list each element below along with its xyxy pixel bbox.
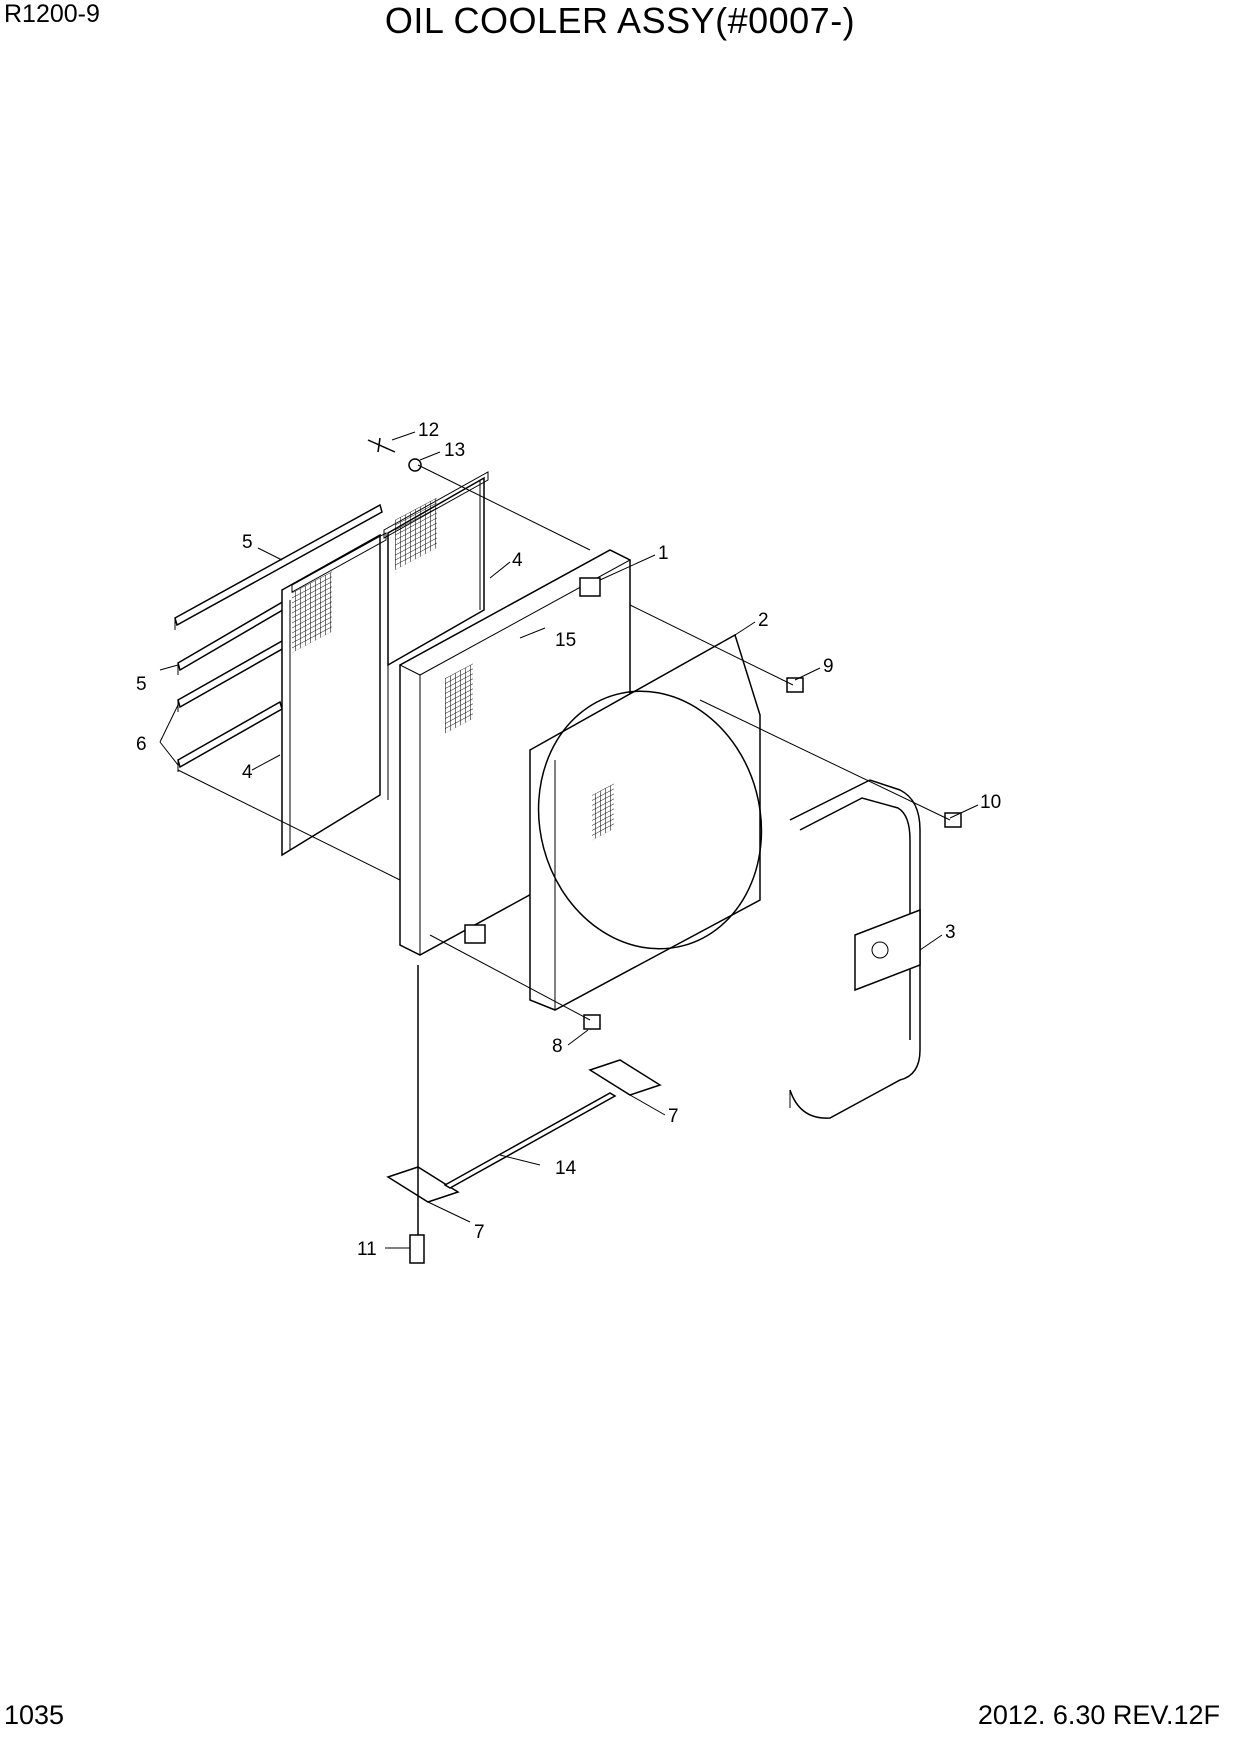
side-rail-6-lower bbox=[177, 700, 283, 772]
screen-panel-4-left bbox=[281, 532, 387, 857]
page-title: OIL COOLER ASSY(#0007-) bbox=[384, 0, 856, 41]
model-number: R1200-9 bbox=[4, 0, 100, 28]
wing-bolt-12 bbox=[367, 437, 396, 453]
guard-frame-3 bbox=[789, 779, 921, 1119]
callout-4-lower: 4 bbox=[242, 762, 253, 783]
page-header: R1200-9 OIL COOLER ASSY(#0007-) bbox=[0, 0, 1240, 60]
lower-mount-bracket bbox=[386, 1059, 662, 1203]
bolt-10 bbox=[944, 812, 962, 828]
callout-8: 8 bbox=[552, 1036, 563, 1057]
callout-13: 13 bbox=[444, 440, 465, 461]
callout-5-upper: 5 bbox=[242, 532, 253, 553]
callout-6: 6 bbox=[136, 734, 147, 755]
callout-3: 3 bbox=[945, 922, 956, 943]
callout-1: 1 bbox=[658, 543, 669, 564]
callout-9: 9 bbox=[823, 656, 834, 677]
callout-4-upper: 4 bbox=[512, 550, 523, 571]
callout-15: 15 bbox=[555, 630, 576, 651]
screen-panel-4-right bbox=[383, 471, 489, 800]
callout-14: 14 bbox=[555, 1158, 577, 1179]
callout-5-lower: 5 bbox=[136, 674, 147, 695]
bolt-9 bbox=[786, 677, 804, 693]
washer-13 bbox=[408, 458, 422, 472]
callout-leaders bbox=[159, 431, 979, 1249]
bolt-8 bbox=[583, 1014, 601, 1030]
revision-date: 2012. 6.30 REV.12F bbox=[977, 1700, 1220, 1730]
side-rail-5-upper bbox=[174, 503, 383, 630]
callout-11: 11 bbox=[357, 1239, 377, 1260]
alignment-lines bbox=[177, 464, 951, 1021]
callout-10: 10 bbox=[980, 792, 1001, 813]
callout-7-lower: 7 bbox=[474, 1222, 485, 1243]
callout-12: 12 bbox=[418, 420, 439, 441]
callout-7-upper: 7 bbox=[668, 1106, 679, 1127]
callout-2: 2 bbox=[758, 610, 769, 631]
page-number: 1035 bbox=[4, 1700, 65, 1730]
bolt-11 bbox=[409, 965, 425, 1264]
